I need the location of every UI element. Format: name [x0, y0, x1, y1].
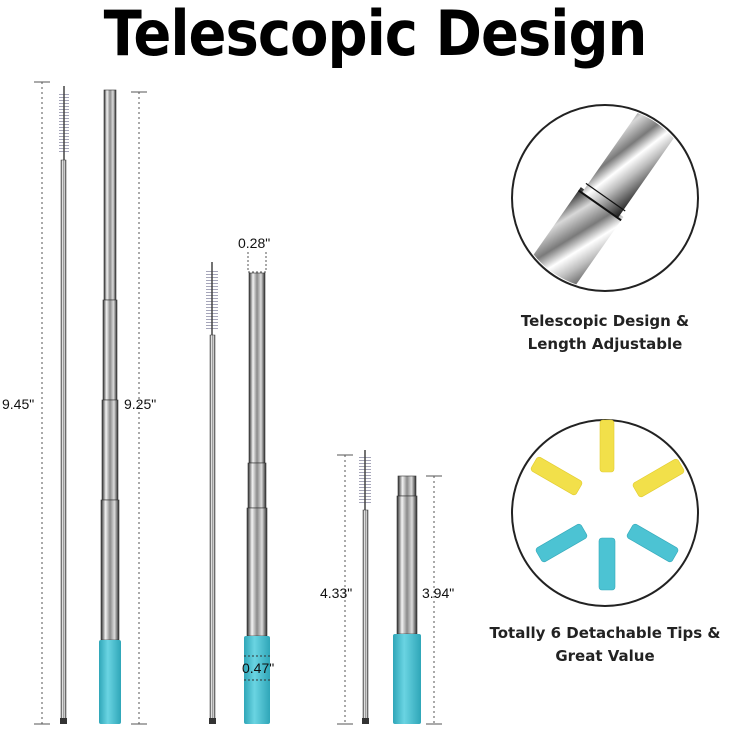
large-brush-length: 9.45" [2, 396, 35, 412]
mid-width-marker [247, 252, 267, 273]
feature-caption-tips: Totally 6 Detachable Tips & Great Value [470, 622, 740, 668]
mid-straw-width: 0.28" [238, 235, 271, 251]
feature-caption-line: Totally 6 Detachable Tips & [489, 624, 721, 642]
large-straw-length: 9.25" [124, 396, 157, 412]
small-straw-length: 3.94" [422, 585, 455, 601]
blue-tip-left [535, 523, 588, 563]
dimension-line-small-brush [337, 454, 353, 725]
small-telescopic-straw [393, 475, 421, 724]
dimension-line-large-brush [34, 81, 50, 725]
page-title: Telescopic Design [103, 0, 648, 71]
large-telescopic-straw [99, 89, 121, 724]
yellow-tip-left [530, 456, 583, 496]
yellow-tip-right [632, 458, 685, 498]
dimension-line-large-straw [131, 91, 147, 725]
telescopic-closeup-circle [511, 104, 699, 292]
feature-caption-line: Length Adjustable [527, 335, 683, 353]
feature-caption-line: Great Value [555, 647, 655, 665]
blue-tip-bottom [598, 537, 616, 591]
large-cleaning-brush [59, 86, 69, 724]
mid-telescopic-straw [244, 272, 270, 724]
feature-caption-telescopic: Telescopic Design & Length Adjustable [490, 310, 720, 356]
blue-tip-right [626, 523, 679, 563]
small-brush-length: 4.33" [320, 585, 353, 601]
yellow-tip-top [599, 419, 615, 473]
mid-tip-marker [244, 655, 270, 681]
mid-cleaning-brush [206, 262, 218, 724]
small-cleaning-brush [359, 450, 371, 724]
feature-caption-line: Telescopic Design & [520, 312, 690, 330]
detachable-tips-circle [511, 419, 699, 607]
dimension-line-small-straw [426, 475, 442, 725]
mid-tip-width: 0.47" [242, 660, 275, 676]
